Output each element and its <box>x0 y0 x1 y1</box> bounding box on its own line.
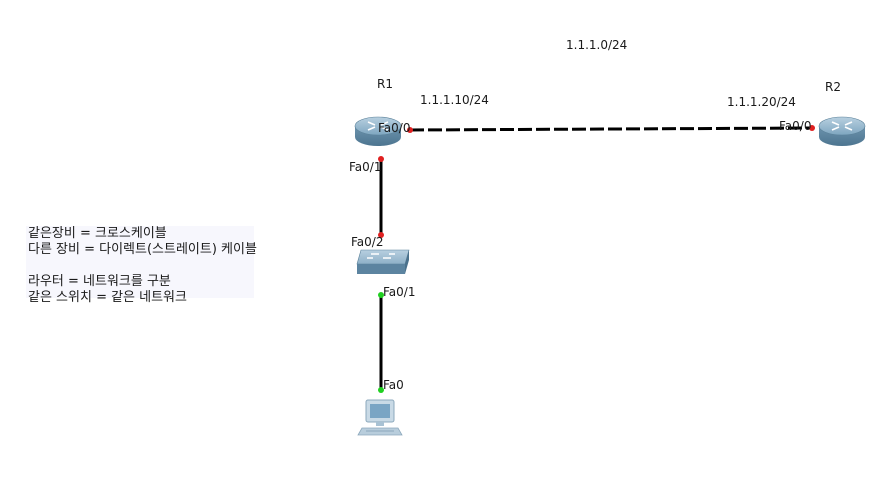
r1-ip-label: 1.1.1.10/24 <box>420 93 489 107</box>
link-light-switch-fa01 <box>378 292 384 298</box>
switch-icon[interactable] <box>356 249 410 274</box>
note-line-5: 같은 스위치 = 같은 네트워크 <box>28 290 187 305</box>
note-line-4: 라우터 = 네트워크를 구분 <box>28 274 171 289</box>
r2-ip-label: 1.1.1.20/24 <box>727 95 796 109</box>
cable-rules-note: 같은장비 = 크로스케이블 다른 장비 = 다이렉트(스트레이트) 케이블 라우… <box>26 226 257 305</box>
r2-fa00-label: Fa0/0 <box>779 119 812 133</box>
switch-fa02-label: Fa0/2 <box>351 235 384 249</box>
router-r1-icon[interactable] <box>354 116 402 146</box>
link-light-switch-fa02 <box>378 232 384 238</box>
link-light-pc-fa0 <box>378 387 384 393</box>
switch-fa01-label: Fa0/1 <box>383 285 416 299</box>
note-line-2: 다른 장비 = 다이렉트(스트레이트) 케이블 <box>28 242 257 257</box>
r1-fa01-label: Fa0/1 <box>349 160 382 174</box>
link-light-r1-fa01 <box>378 156 384 162</box>
r1-name-label: R1 <box>377 77 393 91</box>
link-light-r2-fa00 <box>809 125 815 131</box>
pc-icon[interactable] <box>357 399 403 436</box>
router-r2-icon[interactable] <box>818 116 866 146</box>
pc-fa0-label: Fa0 <box>383 378 404 392</box>
note-line-3 <box>28 258 254 274</box>
r2-name-label: R2 <box>825 80 841 94</box>
subnet-label: 1.1.1.0/24 <box>566 38 628 52</box>
cable-r1-r2 <box>409 126 813 132</box>
note-line-1: 같은장비 = 크로스케이블 <box>28 226 167 241</box>
link-light-r1-fa00 <box>407 127 413 133</box>
r1-fa00-label: Fa0/0 <box>378 121 411 135</box>
